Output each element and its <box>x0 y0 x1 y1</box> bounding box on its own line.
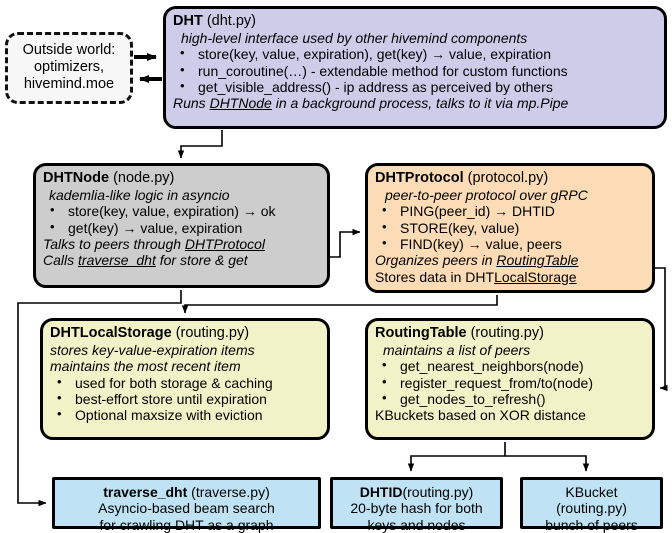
traverse-name: traverse_dht <box>103 484 188 500</box>
dhtid-title: DHTID(routing.py) <box>340 484 493 500</box>
dhtnode-footer1-pre: Talks to peers through <box>43 236 185 253</box>
dhtprotocol-bullet-2: FIND(key) → value, peers <box>375 235 645 252</box>
routingtable-bullet-1: register_request_from/to(node) <box>375 374 645 391</box>
node-dhtlocalstorage[interactable]: DHTLocalStorage (routing.py) stores key-… <box>40 318 330 440</box>
storage-bullet-1: best-effort store until expiration <box>50 390 320 407</box>
dhtnode-footer2-post: for store & get <box>155 252 248 269</box>
dhtnode-bullets: store(key, value, expiration) → ok get(k… <box>43 202 320 236</box>
storage-subtitle-2: maintains the most recent item <box>50 358 241 375</box>
dhtid-line-3: keys and nodes <box>367 516 466 533</box>
node-routingtable[interactable]: RoutingTable (routing.py) maintains a li… <box>365 318 655 440</box>
outside-line-2: optimizers, <box>33 59 105 76</box>
dhtprotocol-footer-1: Organizes peers in RoutingTable <box>375 252 645 268</box>
dht-file: (dht.py) <box>206 13 257 29</box>
dhtprotocol-footer2-pre: Stores data in DHT <box>375 268 495 285</box>
routingtable-bullet-0: get_nearest_neighbors(node) <box>375 357 645 374</box>
node-kbucket[interactable]: KBucket (routing.py) bunch of peers <box>520 477 663 533</box>
dhtid-name: DHTID <box>359 484 403 500</box>
traverse-file: (traverse.py) <box>191 484 270 500</box>
node-outside-world[interactable]: Outside world: optimizers, hivemind.moe <box>5 32 133 104</box>
wire-dhtprotocol-to-storage <box>181 295 498 314</box>
routingtable-bullet-2: get_nodes_to_refresh() <box>375 390 645 407</box>
dhtnode-footer-2: Calls traverse_dht for store & get <box>43 252 320 268</box>
dhtprotocol-subtitle: peer-to-peer protocol over gRPC <box>385 186 588 203</box>
routingtable-footer: KBuckets based on XOR distance <box>375 407 586 424</box>
storage-bullet-2: Optional maxsize with eviction <box>50 406 320 423</box>
dht-name: DHT <box>173 13 203 29</box>
dhtnode-subtitle: kademlia-like logic in asyncio <box>49 186 230 203</box>
storage-name: DHTLocalStorage <box>50 325 172 341</box>
node-dhtnode[interactable]: DHTNode (node.py) kademlia-like logic in… <box>33 163 330 288</box>
dhtnode-name: DHTNode <box>43 170 110 186</box>
dht-footer-link-dhtnode[interactable]: DHTNode <box>209 95 272 112</box>
wire-dht-to-dhtnode <box>177 130 223 159</box>
storage-bullets: used for both storage & caching best-eff… <box>50 374 320 424</box>
storage-subtitle-1: stores key-value-expiration items <box>50 341 255 358</box>
traverse-title: traverse_dht (traverse.py) <box>62 484 311 500</box>
kbucket-file: (routing.py) <box>556 500 627 517</box>
routingtable-name: RoutingTable <box>375 325 467 341</box>
node-dhtid[interactable]: DHTID(routing.py) 20-byte hash for both … <box>330 477 503 533</box>
dhtid-line-2: 20-byte hash for both <box>350 500 483 517</box>
dhtnode-title: DHTNode (node.py) <box>43 170 320 187</box>
traverse-line-3: for crawling DHT as a graph <box>99 516 274 533</box>
dhtnode-bullet-0: store(key, value, expiration) → ok <box>43 202 320 219</box>
dht-bullet-0: store(key, value, expiration), get(key) … <box>173 45 657 62</box>
dhtprotocol-footer-link-routingtable[interactable]: RoutingTable <box>496 252 579 269</box>
kbucket-line-3: bunch of peers <box>545 516 638 533</box>
dht-bullets: store(key, value, expiration), get(key) … <box>173 45 657 95</box>
dhtprotocol-footer1-pre: Organizes peers in <box>375 252 497 269</box>
dhtprotocol-bullet-1: STORE(key, value) <box>375 219 645 236</box>
dhtprotocol-bullets: PING(peer_id) → DHTID STORE(key, value) … <box>375 202 645 252</box>
dht-footer-post: in a background process, talks to it via… <box>271 95 569 112</box>
outside-line-3: hivemind.moe <box>23 75 115 92</box>
routingtable-title: RoutingTable (routing.py) <box>375 325 645 342</box>
dhtprotocol-title: DHTProtocol (protocol.py) <box>375 170 645 187</box>
dhtid-file: (routing.py) <box>402 484 474 500</box>
routingtable-bullets: get_nearest_neighbors(node) register_req… <box>375 357 645 407</box>
node-traverse-dht[interactable]: traverse_dht (traverse.py) Asyncio-based… <box>52 477 321 533</box>
dhtprotocol-file: (protocol.py) <box>467 170 549 186</box>
dhtnode-footer-link-traverse[interactable]: traverse_dht <box>78 252 156 269</box>
dhtnode-footer-link-dhtprotocol[interactable]: DHTProtocol <box>184 236 266 253</box>
outside-line-1: Outside world: <box>22 42 116 59</box>
kbucket-name: KBucket <box>565 484 618 500</box>
dhtnode-footer-1: Talks to peers through DHTProtocol <box>43 236 320 252</box>
dhtnode-bullet-1: get(key) → value, expiration <box>43 219 320 236</box>
dht-footer: Runs DHTNode in a background process, ta… <box>173 95 657 111</box>
dhtprotocol-footer-link-localstorage[interactable]: LocalStorage <box>494 268 577 285</box>
dht-title: DHT (dht.py) <box>173 13 657 30</box>
routingtable-subtitle: maintains a list of peers <box>383 341 531 358</box>
storage-title: DHTLocalStorage (routing.py) <box>50 325 320 342</box>
dht-subtitle: high-level interface used by other hivem… <box>181 29 528 46</box>
dhtprotocol-name: DHTProtocol <box>375 170 464 186</box>
traverse-line-2: Asyncio-based beam search <box>98 500 275 517</box>
wire-dhtnode-to-traverse <box>17 290 182 507</box>
node-dhtprotocol[interactable]: DHTProtocol (protocol.py) peer-to-peer p… <box>365 163 655 293</box>
dhtnode-footer2-pre: Calls <box>43 252 79 269</box>
dhtprotocol-footer-2: Stores data in DHTLocalStorage <box>375 269 645 285</box>
storage-bullet-0: used for both storage & caching <box>50 374 320 391</box>
wire-routingtable-to-leaves <box>407 442 590 472</box>
routingtable-file: (routing.py) <box>470 325 544 341</box>
dhtnode-file: (node.py) <box>113 170 175 186</box>
dhtprotocol-bullet-0: PING(peer_id) → DHTID <box>375 202 645 219</box>
dht-footer-pre: Runs <box>173 95 210 112</box>
dht-bullet-2: get_visible_address() - ip address as pe… <box>173 78 657 95</box>
storage-file: (routing.py) <box>175 325 250 341</box>
node-dht[interactable]: DHT (dht.py) high-level interface used b… <box>163 6 667 129</box>
dht-bullet-1: run_coroutine(…) - extendable method for… <box>173 62 657 79</box>
